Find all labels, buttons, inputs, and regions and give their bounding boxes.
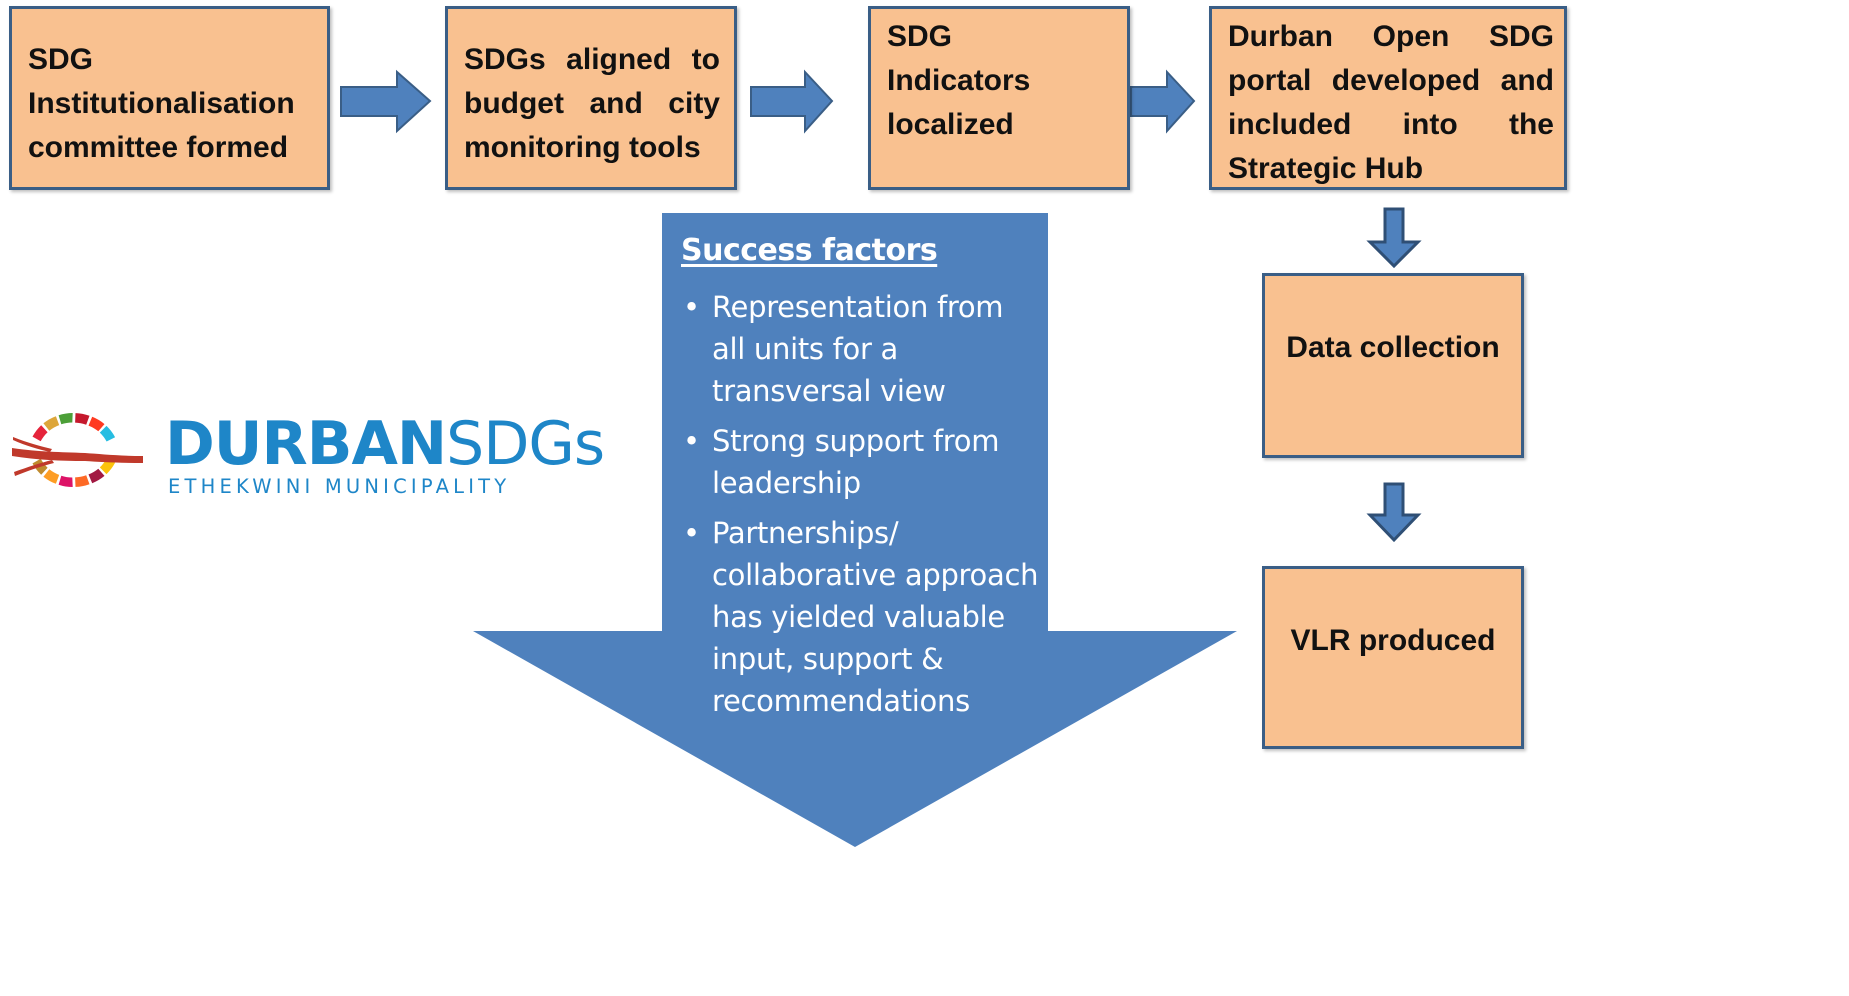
success-factor-item: • Representation from all units for a tr… (681, 286, 1041, 412)
step-1-line-1: SDG (28, 43, 94, 76)
success-factor-text: Representation from all units for a tran… (712, 290, 1004, 408)
step-5-line-1: Data collection (1286, 331, 1500, 364)
step-2-line-2: budget and city (464, 87, 720, 120)
sdg-wheel-icon (12, 413, 143, 487)
logo-wordmark-light: SDGs (446, 409, 605, 479)
flow-arrow-3-to-4 (1130, 69, 1196, 134)
success-factor-text: Strong support from leadership (712, 424, 1000, 500)
step-data-collection: Data collection (1262, 273, 1524, 458)
logo-wordmark: DURBANSDGs (165, 409, 605, 479)
bullet-icon: • (683, 290, 700, 324)
flow-arrow-5-to-6 (1366, 482, 1422, 543)
success-factors-title: Success factors (681, 233, 938, 268)
diagram-shapes (12, 69, 1422, 847)
success-factor-text: Partnerships/ collaborative approach has… (712, 516, 1039, 718)
step-3-line-2: Indicators (887, 64, 1031, 97)
step-institutionalisation-committee: SDG Institutionalisation committee forme… (9, 6, 330, 190)
step-2-line-1: SDGs aligned to (464, 43, 720, 76)
step-4-line-4: Strategic Hub (1228, 152, 1424, 185)
step-3-line-3: localized (887, 108, 1014, 141)
step-6-line-1: VLR produced (1290, 624, 1496, 657)
bullet-icon: • (683, 424, 700, 458)
flow-arrow-1-to-2 (340, 69, 432, 134)
step-3-line-1: SDG (887, 20, 953, 53)
success-factors-down-arrow (473, 213, 1237, 847)
step-2-line-3: monitoring tools (464, 131, 701, 164)
step-open-sdg-portal: Durban Open SDG portal developed and inc… (1209, 6, 1567, 190)
success-factor-item: • Partnerships/ collaborative approach h… (681, 512, 1041, 722)
step-vlr-produced: VLR produced (1262, 566, 1524, 749)
success-factor-item: • Strong support from leadership (681, 420, 1041, 504)
durban-sdgs-logo: DURBANSDGs ETHEKWINI MUNICIPALITY (8, 405, 608, 505)
step-4-line-3: included into the (1228, 108, 1554, 141)
success-factors-list: • Representation from all units for a tr… (681, 286, 1041, 722)
step-sdg-indicators-localized: SDG Indicators localized (868, 6, 1130, 190)
step-4-line-1: Durban Open SDG (1228, 20, 1554, 53)
success-factors-panel: Success factors • Representation from al… (681, 226, 1041, 730)
flow-arrow-2-to-3 (750, 69, 834, 134)
bullet-icon: • (683, 516, 700, 550)
flow-arrow-4-to-5 (1366, 207, 1422, 269)
step-sdgs-aligned-to-budget: SDGs aligned to budget and city monitori… (445, 6, 737, 190)
step-1-line-2: Institutionalisation (28, 87, 295, 120)
step-1-line-3: committee formed (28, 131, 289, 164)
logo-tagline: ETHEKWINI MUNICIPALITY (168, 475, 511, 498)
step-4-line-2: portal developed and (1228, 64, 1554, 97)
logo-wordmark-bold: DURBAN (165, 409, 447, 479)
